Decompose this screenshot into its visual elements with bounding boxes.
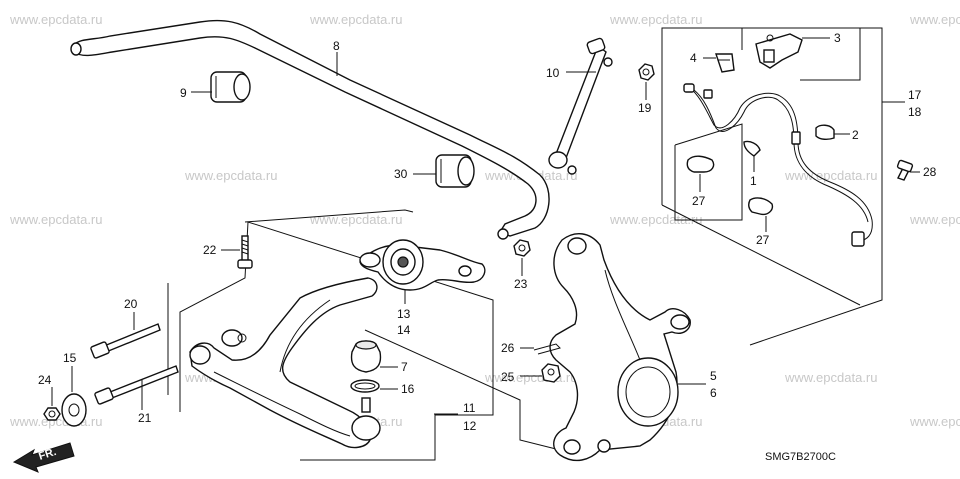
front-direction-label: FR. — [37, 446, 58, 463]
knuckle-group-bracket — [364, 329, 561, 451]
lower-arm-compliance-bushing — [359, 239, 486, 291]
front-lower-arm — [189, 277, 378, 449]
callout-16[interactable]: 16 — [401, 382, 415, 396]
sensor-clip-27-a — [686, 155, 715, 173]
callout-11[interactable]: 11 — [463, 401, 476, 415]
sensor-bolt-28 — [896, 159, 914, 181]
callout-26[interactable]: 26 — [501, 341, 515, 355]
washer-15 — [61, 393, 87, 427]
stabilizer-link — [548, 37, 613, 175]
callout-1[interactable]: 1 — [750, 174, 757, 188]
callout-23[interactable]: 23 — [514, 277, 528, 291]
callout-19[interactable]: 19 — [638, 101, 652, 115]
lower-arm-group-bracket — [179, 221, 494, 461]
flange-bolt-22 — [237, 235, 253, 269]
watermark: www.epcdata.ru — [909, 212, 960, 227]
callout-25[interactable]: 25 — [501, 370, 515, 384]
watermark: www.epcdata.ru — [909, 12, 960, 27]
watermark: www.epcdata.ru — [609, 212, 703, 227]
watermark: www.epcdata.ru — [184, 168, 278, 183]
callout-15[interactable]: 15 — [63, 351, 77, 365]
callout-4[interactable]: 4 — [690, 51, 697, 65]
callout-22[interactable]: 22 — [203, 243, 217, 257]
cotter-pin-26 — [533, 343, 561, 355]
callout-2[interactable]: 2 — [852, 128, 859, 142]
callout-8[interactable]: 8 — [333, 39, 340, 53]
callout-30[interactable]: 30 — [394, 167, 408, 181]
circlip — [350, 379, 380, 393]
sensor-clip-1 — [743, 140, 761, 157]
bushing-group-bracket — [244, 209, 414, 223]
stabilizer-bushing-30 — [435, 154, 475, 188]
diagram-code: SMG7B2700C — [765, 451, 836, 463]
front-direction-arrow: FR. — [12, 442, 75, 473]
callout-24[interactable]: 24 — [38, 373, 52, 387]
callout-5[interactable]: 5 — [710, 369, 717, 383]
callout-7[interactable]: 7 — [401, 360, 408, 374]
callout-12[interactable]: 12 — [463, 419, 477, 433]
sensor-clip-bracket — [741, 27, 861, 81]
callouts: 8 9 30 10 19 22 23 13 14 7 16 11 12 20 2… — [38, 31, 937, 433]
callout-9[interactable]: 9 — [180, 86, 187, 100]
adjusting-bolt-21 — [94, 365, 179, 405]
callout-18[interactable]: 18 — [908, 105, 922, 119]
watermark: www.epcdata.ru — [784, 370, 878, 385]
leader-lines — [51, 37, 920, 415]
sensor-group-bracket — [661, 204, 861, 306]
wheel-sensor — [683, 83, 873, 247]
nut-23 — [513, 239, 531, 257]
watermark: www.epcdata.ru — [909, 414, 960, 429]
ball-joint-boot — [350, 340, 382, 373]
watermark: www.epcdata.ru — [609, 12, 703, 27]
sensor-clip-2 — [815, 124, 835, 141]
callout-21[interactable]: 21 — [138, 411, 152, 425]
nut-24 — [43, 407, 61, 421]
ball-joint — [351, 397, 381, 441]
callout-10[interactable]: 10 — [546, 66, 560, 80]
watermark: www.epcdata.ru — [309, 12, 403, 27]
flange-bolt-20 — [90, 323, 161, 359]
watermark: www.epcdata.ru — [484, 370, 578, 385]
callout-27[interactable]: 27 — [756, 233, 770, 247]
callout-6[interactable]: 6 — [710, 386, 717, 400]
stabilizer-bar-body — [73, 19, 550, 237]
stabilizer-bushing-9 — [210, 71, 251, 103]
sensor-clamp-3 — [755, 33, 803, 69]
callout-20[interactable]: 20 — [124, 297, 138, 311]
watermark: www.epcdata.ru — [784, 168, 878, 183]
steering-knuckle — [549, 233, 691, 462]
callout-14[interactable]: 14 — [397, 323, 411, 337]
callout-17[interactable]: 17 — [908, 88, 922, 102]
sensor-group-bracket — [661, 27, 883, 346]
callout-13[interactable]: 13 — [397, 307, 411, 321]
callout-28[interactable]: 28 — [923, 165, 937, 179]
stabilizer-bar-end — [70, 42, 82, 56]
callout-27[interactable]: 27 — [692, 194, 706, 208]
stabilizer-bar-end — [497, 228, 509, 240]
watermark: www.epcdata.ru — [309, 212, 403, 227]
watermark-layer: www.epcdata.ru www.epcdata.ru www.epcdat… — [9, 12, 960, 429]
sensor-clip-4 — [715, 53, 735, 73]
group-brackets — [167, 27, 883, 461]
castle-nut-25 — [541, 363, 561, 383]
watermark: www.epcdata.ru — [9, 212, 103, 227]
watermark: www.epcdata.ru — [9, 12, 103, 27]
nut-19 — [638, 63, 655, 81]
stabilizer-bar — [70, 19, 550, 240]
callout-3[interactable]: 3 — [834, 31, 841, 45]
sensor-clip-27-b — [747, 197, 774, 216]
knuckle-bearing-bore — [617, 357, 679, 427]
